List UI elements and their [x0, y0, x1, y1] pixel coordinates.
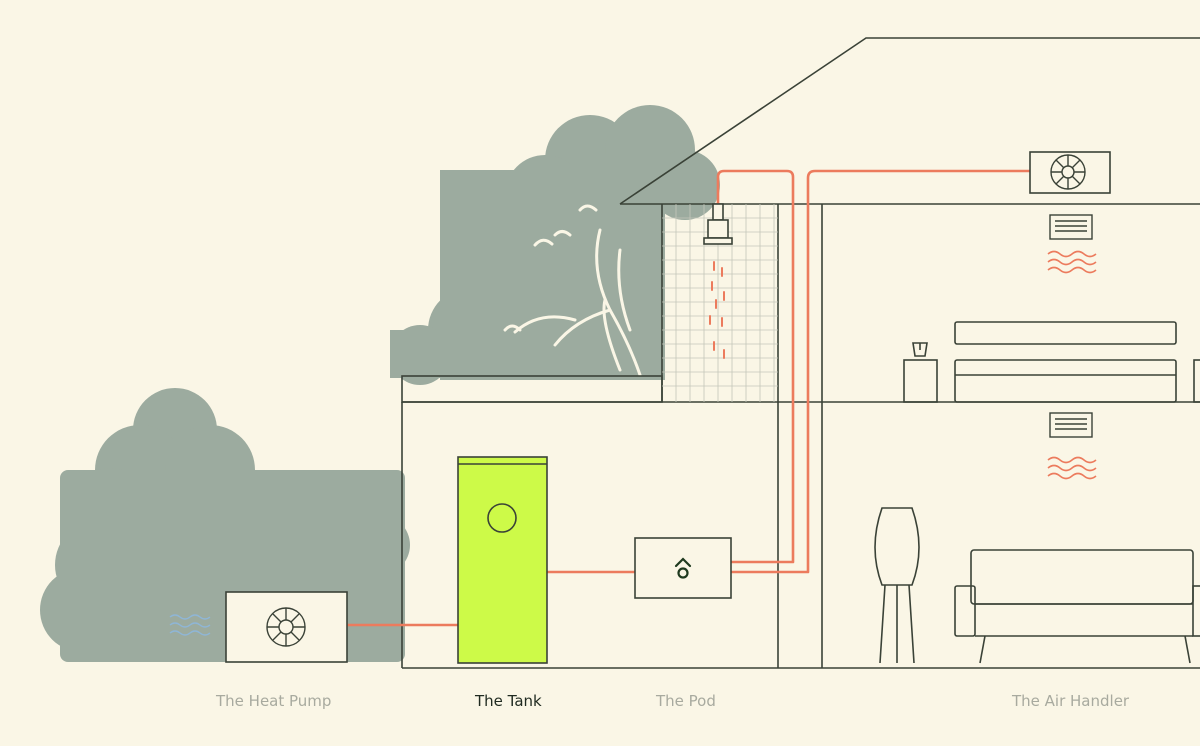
shower-water: [709, 261, 725, 359]
heat-wave-icon: [1047, 250, 1097, 274]
heat-pump-unit: [225, 591, 348, 663]
bathroom-tiles: [662, 204, 778, 402]
heat-wave-icon: [1047, 456, 1097, 480]
left-bush: [40, 388, 410, 662]
vent-grille-icon: [1049, 412, 1093, 438]
vent-grille-icon: [1049, 214, 1093, 240]
air-handler-unit: [1029, 151, 1111, 194]
bedroom-furniture: [903, 321, 1200, 403]
living-room-furniture: [874, 507, 1200, 664]
fan-icon: [266, 607, 306, 647]
label-heat-pump[interactable]: The Heat Pump: [216, 692, 332, 710]
pod-unit: [634, 537, 732, 599]
label-pod[interactable]: The Pod: [656, 692, 716, 710]
fan-icon: [1050, 154, 1086, 190]
label-air-handler[interactable]: The Air Handler: [1012, 692, 1130, 710]
label-tank[interactable]: The Tank: [475, 692, 542, 710]
hot-water-pipes: [347, 169, 1030, 627]
water-wave-icon: [169, 614, 211, 636]
tree-branches: [503, 204, 642, 377]
water-tank: [457, 456, 548, 664]
shower-head-icon: [703, 203, 733, 245]
tree: [390, 105, 720, 385]
pod-logo-icon: [674, 557, 692, 579]
